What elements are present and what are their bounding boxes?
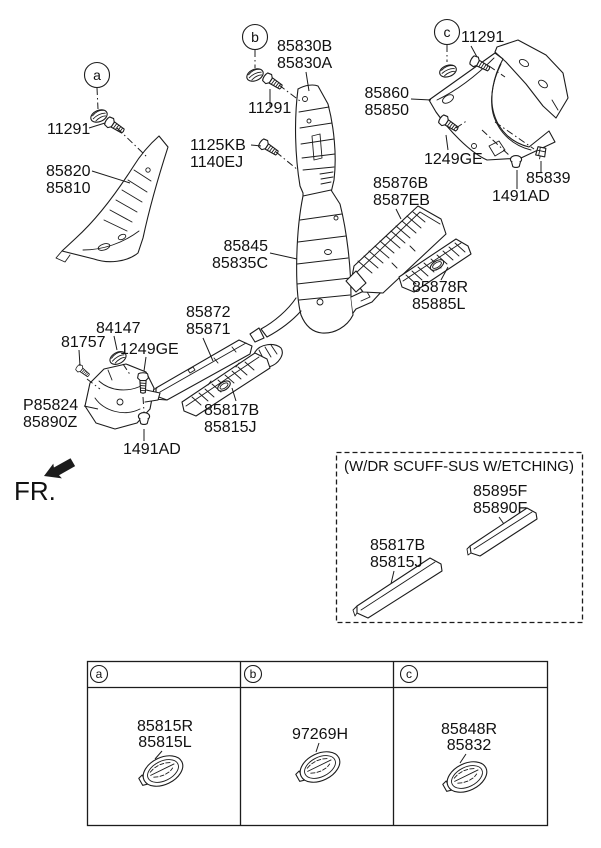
legend-cell-a: a 85815R 85815L — [89, 664, 193, 795]
screw-a-icon — [102, 115, 127, 137]
callout-b-letter: b — [251, 29, 259, 45]
label-rear-scuff-outer-2: 85885L — [412, 296, 465, 313]
label-apillar-1: 85820 — [46, 163, 91, 180]
callout-c-letter: c — [444, 24, 451, 40]
callout-b: b — [241, 23, 269, 51]
label-cowl-rh-2: 85850 — [365, 102, 410, 119]
legend-c-line2: 85832 — [447, 737, 492, 754]
label-bpillar-upper-1: 85830B — [277, 38, 332, 55]
label-rear-scuff-outer-1: 85878R — [412, 279, 468, 296]
label-screw-lh: 81757 — [61, 334, 106, 351]
label-grommet-lh: 1491AD — [123, 441, 181, 458]
bpillar-upper-trim-art — [294, 84, 336, 207]
clip-c-icon — [437, 62, 459, 80]
front-scuff-outer-art — [181, 352, 271, 417]
leader-lines — [78, 45, 542, 589]
plug-cap-c-icon — [438, 755, 493, 801]
legend-c-letter: c — [406, 667, 412, 681]
label-front-scuff-inner-1: 85872 — [186, 304, 231, 321]
label-screw-a: 11291 — [47, 121, 90, 138]
inset-title: (W/DR SCUFF-SUS W/ETCHING) — [344, 458, 574, 475]
screw-81757-icon — [74, 363, 92, 380]
label-rear-scuff-inner-2: 8587EB — [373, 192, 430, 209]
callout-c: c — [433, 18, 461, 46]
inset-box: (W/DR SCUFF-SUS W/ETCHING) 85895F 85890F… — [335, 451, 584, 624]
legend-cell-c: c 85848R 85832 — [399, 664, 497, 801]
plug-cap-a-icon — [134, 749, 189, 795]
rear-scuff-outer-art — [398, 238, 472, 293]
label-bpillar-lower-2: 85835C — [212, 255, 268, 272]
legend-b-letter: b — [250, 667, 257, 681]
cowl-side-lh-trim-art — [84, 363, 161, 430]
label-cowl-lh-2: 85890Z — [23, 414, 77, 431]
label-screw-b: 11291 — [248, 100, 291, 117]
screw-b-icon — [260, 71, 285, 93]
label-front-scuff-inner-2: 85871 — [186, 321, 231, 338]
legend-table: a 85815R 85815L b 97269H c 85848R 85832 — [86, 660, 549, 827]
fr-label: FR. — [14, 476, 56, 506]
label-bpillar-upper-2: 85830A — [277, 55, 332, 72]
legend-a-line1: 85815R — [137, 718, 193, 735]
plug-cap-b-icon — [291, 745, 346, 791]
callout-a-letter: a — [93, 67, 101, 83]
bolt-1125kb-icon — [256, 137, 281, 159]
label-screw-c: 11291 — [461, 29, 504, 46]
label-bolt-lh: 1249GE — [120, 341, 179, 358]
inset-rear-strip-art — [466, 507, 538, 557]
legend-a-letter: a — [96, 667, 103, 681]
label-front-scuff-outer-2: 85815J — [204, 419, 257, 436]
label-front-scuff-outer-1: 85817B — [204, 402, 259, 419]
label-grommet-rh: 1491AD — [492, 188, 550, 205]
label-clip-rh: 85839 — [526, 170, 571, 187]
label-cowl-rh-1: 85860 — [365, 85, 410, 102]
legend-c-line1: 85848R — [441, 721, 497, 738]
fr-arrow-icon — [44, 458, 76, 479]
label-apillar-2: 85810 — [46, 180, 91, 197]
label-clip-lh: 84147 — [96, 320, 141, 337]
label-bolt-b-1: 1125KB — [190, 137, 246, 154]
label-rear-scuff-inner-1: 85876B — [373, 175, 428, 192]
label-bolt-b-2: 1140EJ — [190, 154, 243, 171]
clip-b-icon — [244, 65, 266, 85]
inset-front-strip-art — [352, 557, 443, 619]
legend-b-line1: 97269H — [292, 726, 348, 743]
label-cowl-lh-1: P85824 — [23, 397, 78, 414]
rear-scuff-inner-art — [345, 205, 447, 294]
inset-label-rear-2: 85890F — [473, 500, 527, 517]
callout-a: a — [83, 61, 111, 89]
inset-label-rear-1: 85895F — [473, 483, 527, 500]
legend-cell-b: b 97269H — [243, 664, 348, 791]
cowl-side-rh-assembly-art — [428, 39, 569, 161]
part-labels: 11291 85820 85810 85830B 85830A 11291 11… — [23, 29, 571, 458]
legend-a-line2: 85815L — [138, 734, 191, 751]
label-bolt-rh: 1249GE — [424, 151, 483, 168]
inset-label-front-2: 85815J — [370, 554, 423, 571]
inset-label-front-1: 85817B — [370, 537, 425, 554]
label-bpillar-lower-1: 85845 — [224, 238, 269, 255]
grommet-1491ad-lh-icon — [137, 412, 151, 426]
apillar-trim-art — [55, 135, 169, 263]
fr-direction: FR. — [14, 458, 76, 506]
grommet-1491ad-rh-icon — [509, 155, 523, 169]
bpillar-lower-trim-art — [249, 189, 384, 368]
